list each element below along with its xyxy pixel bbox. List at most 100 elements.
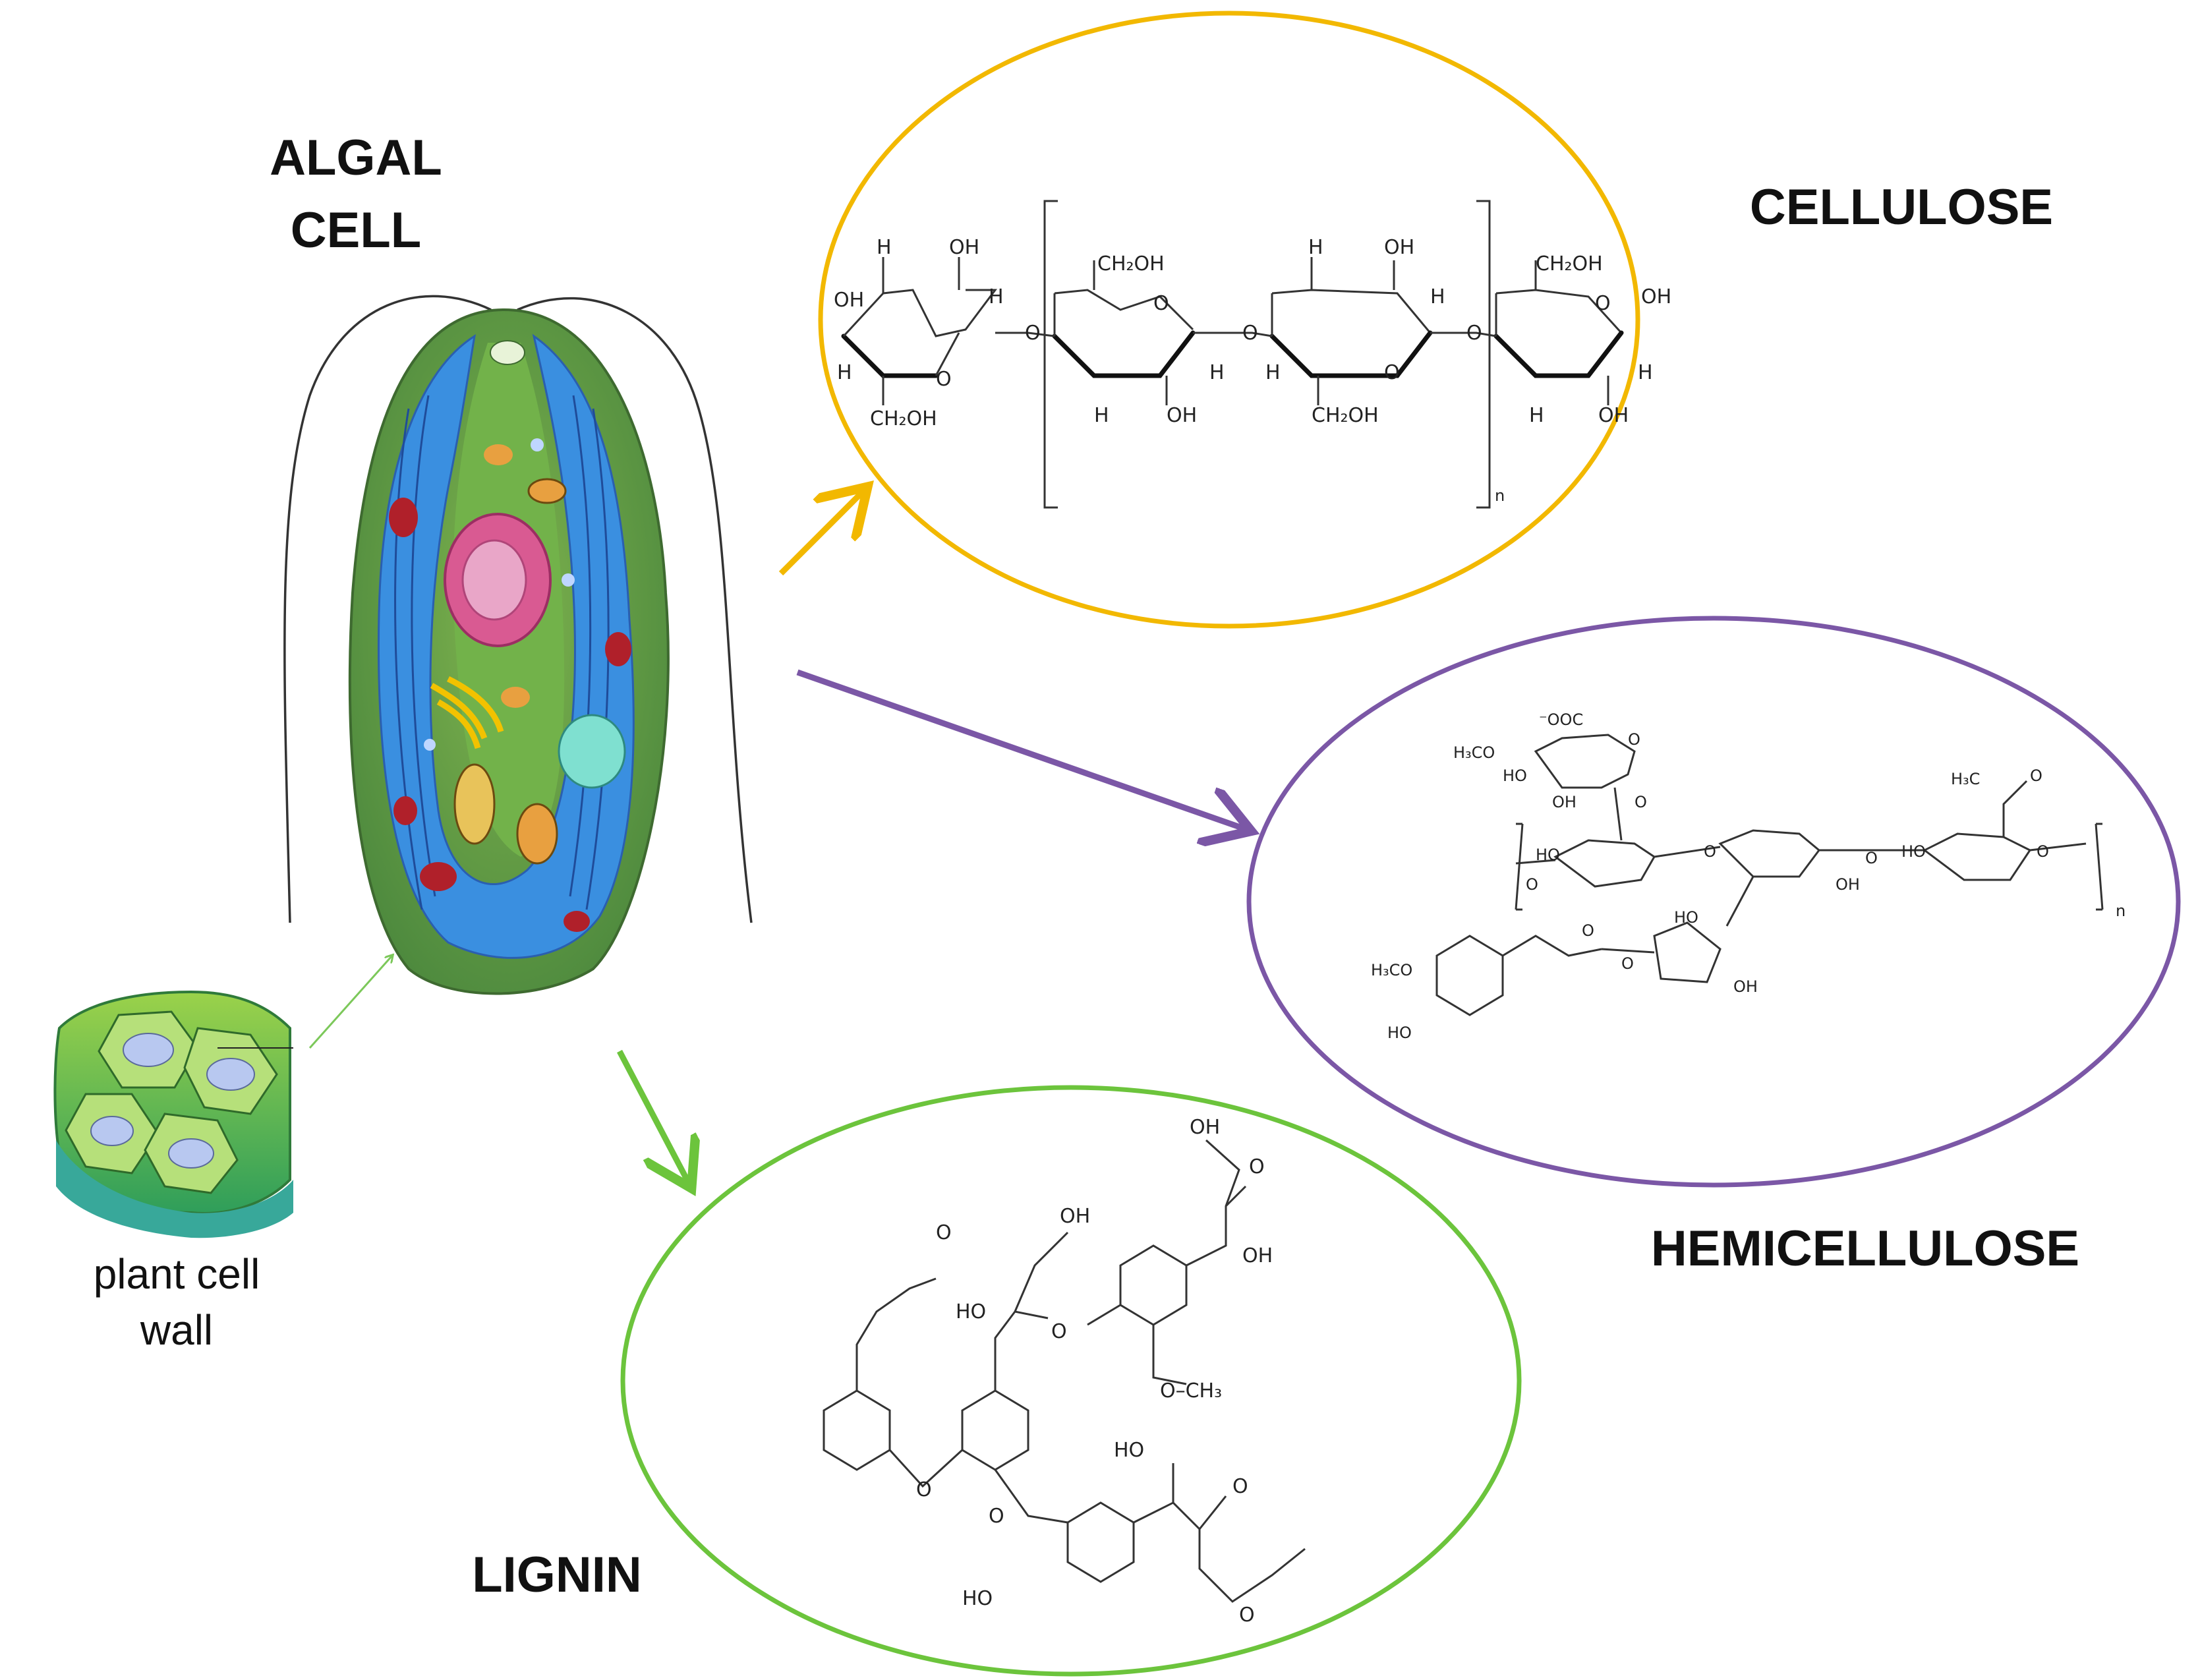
svg-text:HO: HO (1503, 767, 1527, 785)
svg-text:CH₂OH: CH₂OH (1312, 404, 1379, 427)
red-granule (393, 796, 417, 825)
svg-text:OH: OH (1552, 793, 1577, 811)
svg-text:OH: OH (1641, 285, 1671, 308)
svg-text:O: O (1635, 793, 1647, 811)
svg-text:OH: OH (834, 289, 864, 312)
svg-text:O: O (2037, 842, 2049, 861)
small-vesicle (424, 739, 436, 751)
svg-text:⁻OOC: ⁻OOC (1539, 710, 1583, 729)
algal-cell-illustration (283, 295, 753, 995)
plant-tissue-base (56, 1140, 293, 1238)
vacuole (168, 1138, 214, 1169)
svg-text:O: O (1153, 292, 1169, 315)
svg-text:H: H (877, 236, 892, 259)
hemicellulose-atom-labels: ⁻OOC H₃CO HO OH O O HO O O OH HO O O H₃C… (1371, 710, 2126, 1042)
chloroplast (377, 333, 635, 959)
arrow-to-cellulose (778, 491, 863, 576)
lignin-ellipse (620, 1085, 1522, 1677)
svg-text:HO: HO (1901, 842, 1926, 861)
cellulose-label: CELLULOSE (1750, 179, 2053, 235)
small-vesicle (531, 438, 544, 451)
svg-text:HO: HO (962, 1587, 993, 1610)
svg-text:O: O (916, 1478, 932, 1501)
lignin-structure (823, 1139, 1306, 1603)
svg-text:OH: OH (1598, 404, 1629, 427)
red-granule (420, 862, 457, 891)
flagellum-right (517, 297, 753, 923)
svg-text:O: O (1628, 730, 1640, 749)
arrow-to-lignin (617, 1049, 689, 1183)
svg-text:OH: OH (1836, 875, 1860, 894)
svg-text:O: O (1466, 322, 1482, 345)
svg-text:O: O (2030, 767, 2042, 785)
svg-text:HO: HO (956, 1300, 986, 1323)
red-granule (605, 632, 631, 666)
svg-text:O: O (1051, 1320, 1067, 1343)
svg-text:OH: OH (1733, 977, 1758, 996)
svg-text:O: O (1249, 1155, 1265, 1178)
cellulose-structure (841, 200, 1624, 509)
mitochondrion (516, 803, 558, 865)
vacuole (90, 1116, 134, 1146)
svg-text:OH: OH (1242, 1244, 1273, 1267)
contractile-vacuole (490, 340, 525, 365)
svg-text:H: H (1308, 236, 1323, 259)
svg-text:H: H (1265, 361, 1281, 384)
svg-text:O: O (989, 1505, 1004, 1528)
svg-text:O: O (1865, 849, 1878, 867)
svg-text:O: O (936, 368, 952, 391)
nucleolus (461, 539, 527, 621)
vacuole (206, 1058, 255, 1091)
plant-cell-wall-label-line2: wall (140, 1306, 213, 1354)
algal-cell-title-line2: CELL (291, 202, 421, 258)
svg-text:O: O (1025, 322, 1041, 345)
plant-to-algal-arrow (308, 956, 392, 1049)
svg-text:HO: HO (1387, 1024, 1412, 1042)
svg-text:CH₂OH: CH₂OH (870, 407, 937, 430)
svg-text:OH: OH (1060, 1205, 1090, 1228)
hemicellulose-ellipse (1246, 616, 2181, 1188)
thylakoid-lines (394, 395, 610, 910)
svg-text:O–CH₃: O–CH₃ (1160, 1379, 1222, 1403)
svg-text:H₃C: H₃C (1951, 770, 1980, 788)
svg-text:H: H (1094, 404, 1109, 427)
svg-text:O: O (1595, 292, 1611, 315)
svg-text:H: H (1529, 404, 1544, 427)
red-granule (564, 911, 590, 932)
mitochondrion (527, 478, 567, 504)
svg-text:HO: HO (1114, 1439, 1144, 1462)
pyrenoid (558, 714, 626, 789)
plant-cell-wall-illustration (53, 990, 293, 1238)
small-vesicle (562, 573, 575, 587)
cellulose-ellipse (818, 11, 1640, 629)
svg-text:H: H (1638, 361, 1653, 384)
svg-text:OH: OH (1190, 1116, 1220, 1139)
svg-text:H₃CO: H₃CO (1453, 743, 1495, 762)
svg-text:n: n (2116, 902, 2126, 920)
svg-text:O: O (1384, 361, 1400, 384)
svg-text:O: O (1239, 1604, 1255, 1627)
svg-text:HO: HO (1674, 908, 1698, 927)
svg-text:H: H (1430, 285, 1445, 308)
svg-text:OH: OH (1167, 404, 1197, 427)
lignin-label: LIGNIN (472, 1547, 642, 1603)
cellulose-atom-labels: OH H OH H H O CH₂OH O CH₂OH O H OH H O H… (834, 236, 1671, 505)
svg-text:O: O (1242, 322, 1258, 345)
lignin-atom-labels: O OH HO O OH O OH O–CH₃ O O HO O HO O (916, 1116, 1273, 1627)
mitochondrion (453, 763, 496, 845)
golgi (430, 676, 504, 749)
arrow-to-hemicellulose (796, 669, 1246, 829)
plant-cell-wall-label-line1: plant cell (94, 1250, 260, 1298)
flagellum-left (283, 295, 492, 923)
vacuole (123, 1033, 174, 1067)
svg-text:H₃CO: H₃CO (1371, 961, 1412, 979)
svg-text:H: H (837, 361, 852, 384)
vesicle (484, 444, 513, 465)
svg-text:CH₂OH: CH₂OH (1097, 252, 1165, 275)
svg-text:O: O (1526, 875, 1538, 894)
hemicellulose-structure (1435, 734, 2104, 1016)
svg-text:OH: OH (1384, 236, 1414, 259)
svg-text:H: H (989, 285, 1004, 308)
vesicle (501, 687, 530, 708)
